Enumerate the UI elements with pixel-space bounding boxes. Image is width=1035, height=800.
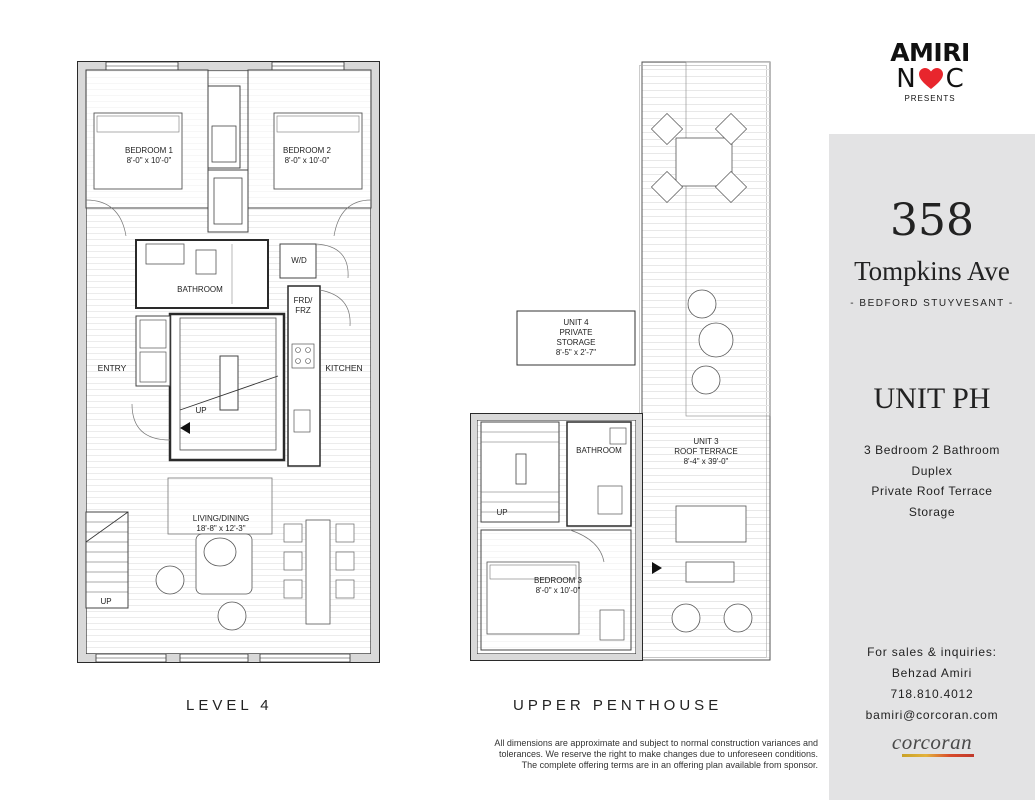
fridge-label-line2: FRZ bbox=[295, 306, 311, 315]
bedroom1-name: BEDROOM 1 bbox=[124, 146, 173, 155]
neighborhood: - BEDFORD STUYVESANT - bbox=[850, 298, 1014, 309]
amiri-nyc-logo: AMIRI N C PRESENTS bbox=[880, 38, 980, 104]
street-number: 358 bbox=[890, 195, 974, 246]
contact-name: Behzad Amiri bbox=[891, 666, 973, 680]
contact-heading: For sales & inquiries: bbox=[867, 645, 997, 659]
living-dining-dimensions: 18'-8" x 12'-3" bbox=[196, 524, 246, 533]
bedroom3-dimensions: 8'-0" x 10'-0" bbox=[535, 586, 581, 595]
feature-list: 3 Bedroom 2 Bathroom Duplex Private Roof… bbox=[829, 440, 1035, 522]
roof-terrace-dimensions: 8'-4" x 39'-0" bbox=[683, 457, 729, 466]
feature-item: 3 Bedroom 2 Bathroom bbox=[863, 443, 1001, 457]
bedroom1-label: BEDROOM 1 8'-0" x 10'-0" bbox=[118, 146, 180, 166]
fridge-label: FRD/ FRZ bbox=[290, 296, 316, 316]
bedroom1-dimensions: 8'-0" x 10'-0" bbox=[126, 156, 172, 165]
feature-item: Duplex bbox=[911, 463, 953, 478]
corner-stair-up-label: UP bbox=[100, 597, 112, 606]
storage-label-line1: UNIT 4 bbox=[563, 318, 589, 327]
disclaimer-text: All dimensions are approximate and subje… bbox=[420, 738, 818, 771]
level4-bathroom-label: BATHROOM bbox=[177, 285, 223, 294]
bedroom2-name: BEDROOM 2 bbox=[282, 146, 331, 155]
contact-email[interactable]: bamiri@corcoran.com bbox=[865, 708, 999, 722]
roof-terrace-label: UNIT 3 ROOF TERRACE 8'-4" x 39'-0" bbox=[666, 437, 746, 467]
penthouse-caption: UPPER PENTHOUSE bbox=[513, 697, 723, 714]
logo-left-letter: N bbox=[896, 64, 916, 94]
bedroom2-label: BEDROOM 2 8'-0" x 10'-0" bbox=[276, 146, 338, 166]
corcoran-logo-underline bbox=[902, 754, 974, 757]
feature-item: Storage bbox=[908, 504, 956, 519]
corcoran-logo: corcoran bbox=[891, 730, 973, 754]
heart-icon bbox=[918, 68, 943, 89]
penthouse-stair-up-label: UP bbox=[496, 508, 508, 517]
floor-plans-drawing bbox=[77, 61, 771, 663]
logo-middle: N C bbox=[880, 66, 980, 92]
logo-top-text: AMIRI bbox=[890, 38, 970, 67]
fridge-label-line1: FRD/ bbox=[293, 296, 313, 305]
street-name: Tompkins Ave bbox=[854, 256, 1010, 286]
storage-dimensions: 8'-5" x 2'-7" bbox=[555, 348, 597, 357]
disclaimer-line3: The complete offering terms are in an of… bbox=[521, 760, 818, 770]
level4-caption: LEVEL 4 bbox=[186, 697, 273, 714]
bedroom3-name: BEDROOM 3 bbox=[533, 576, 582, 585]
contact-phone[interactable]: 718.810.4012 bbox=[890, 687, 974, 701]
roof-terrace-label-line2: ROOF TERRACE bbox=[674, 447, 738, 456]
living-dining-label: LIVING/DINING 18'-8" x 12'-3" bbox=[186, 514, 256, 534]
level4-plan bbox=[77, 61, 380, 663]
bedroom3-label: BEDROOM 3 8'-0" x 10'-0" bbox=[526, 576, 590, 596]
logo-presents-text: PRESENTS bbox=[904, 94, 956, 103]
bedroom2-dimensions: 8'-0" x 10'-0" bbox=[284, 156, 330, 165]
stair-up-label: UP bbox=[195, 406, 207, 415]
washer-dryer-label: W/D bbox=[291, 256, 307, 265]
disclaimer-line1: All dimensions are approximate and subje… bbox=[494, 738, 818, 748]
disclaimer-line2: tolerances. We reserve the right to make… bbox=[498, 749, 818, 759]
entry-label: ENTRY bbox=[97, 363, 127, 373]
property-info-panel: 358 Tompkins Ave - BEDFORD STUYVESANT - … bbox=[829, 134, 1035, 800]
feature-item: Private Roof Terrace bbox=[871, 484, 993, 498]
storage-label-line3: STORAGE bbox=[556, 338, 596, 347]
penthouse-bathroom-label: BATHROOM bbox=[576, 446, 622, 455]
kitchen-label: KITCHEN bbox=[325, 363, 363, 373]
contact-block: For sales & inquiries: Behzad Amiri 718.… bbox=[829, 642, 1035, 726]
roof-terrace-label-line1: UNIT 3 bbox=[693, 437, 719, 446]
penthouse-plan bbox=[470, 61, 771, 661]
living-dining-name: LIVING/DINING bbox=[192, 514, 250, 523]
storage-label: UNIT 4 PRIVATE STORAGE 8'-5" x 2'-7" bbox=[540, 318, 612, 358]
logo-right-letter: C bbox=[945, 64, 964, 94]
storage-label-line2: PRIVATE bbox=[559, 328, 593, 337]
unit-title: UNIT PH bbox=[873, 382, 991, 415]
